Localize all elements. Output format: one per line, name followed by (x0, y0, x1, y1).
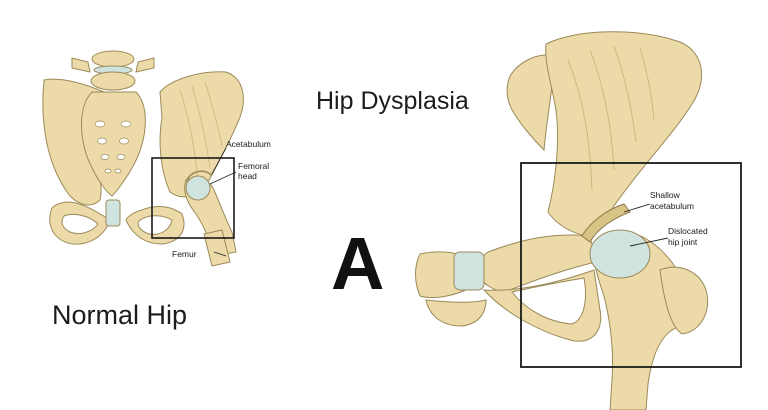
femoral-label-line2: head (238, 171, 257, 181)
femoral-head-dislocated (589, 229, 651, 279)
femoral-head-normal (185, 175, 211, 201)
dysplasia-inset-box (520, 162, 742, 368)
acetabulum-rim (185, 170, 213, 183)
vertebra-bottom (90, 71, 136, 91)
vertebra-top (91, 50, 135, 68)
ilium-fibers (567, 45, 655, 191)
normal-hip-inset-box (151, 157, 235, 239)
normal-hip-title: Normal Hip (52, 300, 188, 330)
sacral-foramina (94, 120, 132, 174)
shallow-acetabulum-label-line1: Shallow (650, 190, 680, 200)
vertebra-process-right (135, 57, 155, 73)
acetabulum-label: Acetabulum (226, 139, 271, 149)
right-pubis (125, 206, 185, 245)
sacrum-edge (506, 54, 557, 152)
panel-letter: A (331, 222, 385, 305)
shallow-acetabulum-label-line2: acetabulum (650, 201, 694, 211)
lower-pelvis-fragment (425, 299, 487, 327)
femur-label: Femur (172, 249, 197, 259)
hip-dysplasia-title: Hip Dysplasia (316, 87, 469, 115)
femoral-label-line1: Femoral (238, 161, 270, 171)
dysplastic-hip (415, 31, 708, 410)
dislocated-joint-label-line1: Dislocated (668, 226, 708, 236)
vertebra-process (71, 57, 91, 73)
normal-pelvis (42, 50, 244, 267)
sacrum (81, 91, 146, 197)
pubic-symphysis-large (453, 251, 485, 291)
right-leader-lines (623, 203, 669, 247)
left-leader-lines (209, 147, 237, 257)
obturator-shade (511, 277, 586, 325)
shallow-acetabulum (581, 203, 631, 243)
left-pubis (49, 201, 111, 245)
greater-trochanter (659, 266, 708, 335)
pubic-symphysis (105, 199, 121, 227)
femur-shaft (203, 229, 231, 267)
dislocated-joint-label-line2: hip joint (668, 237, 698, 247)
